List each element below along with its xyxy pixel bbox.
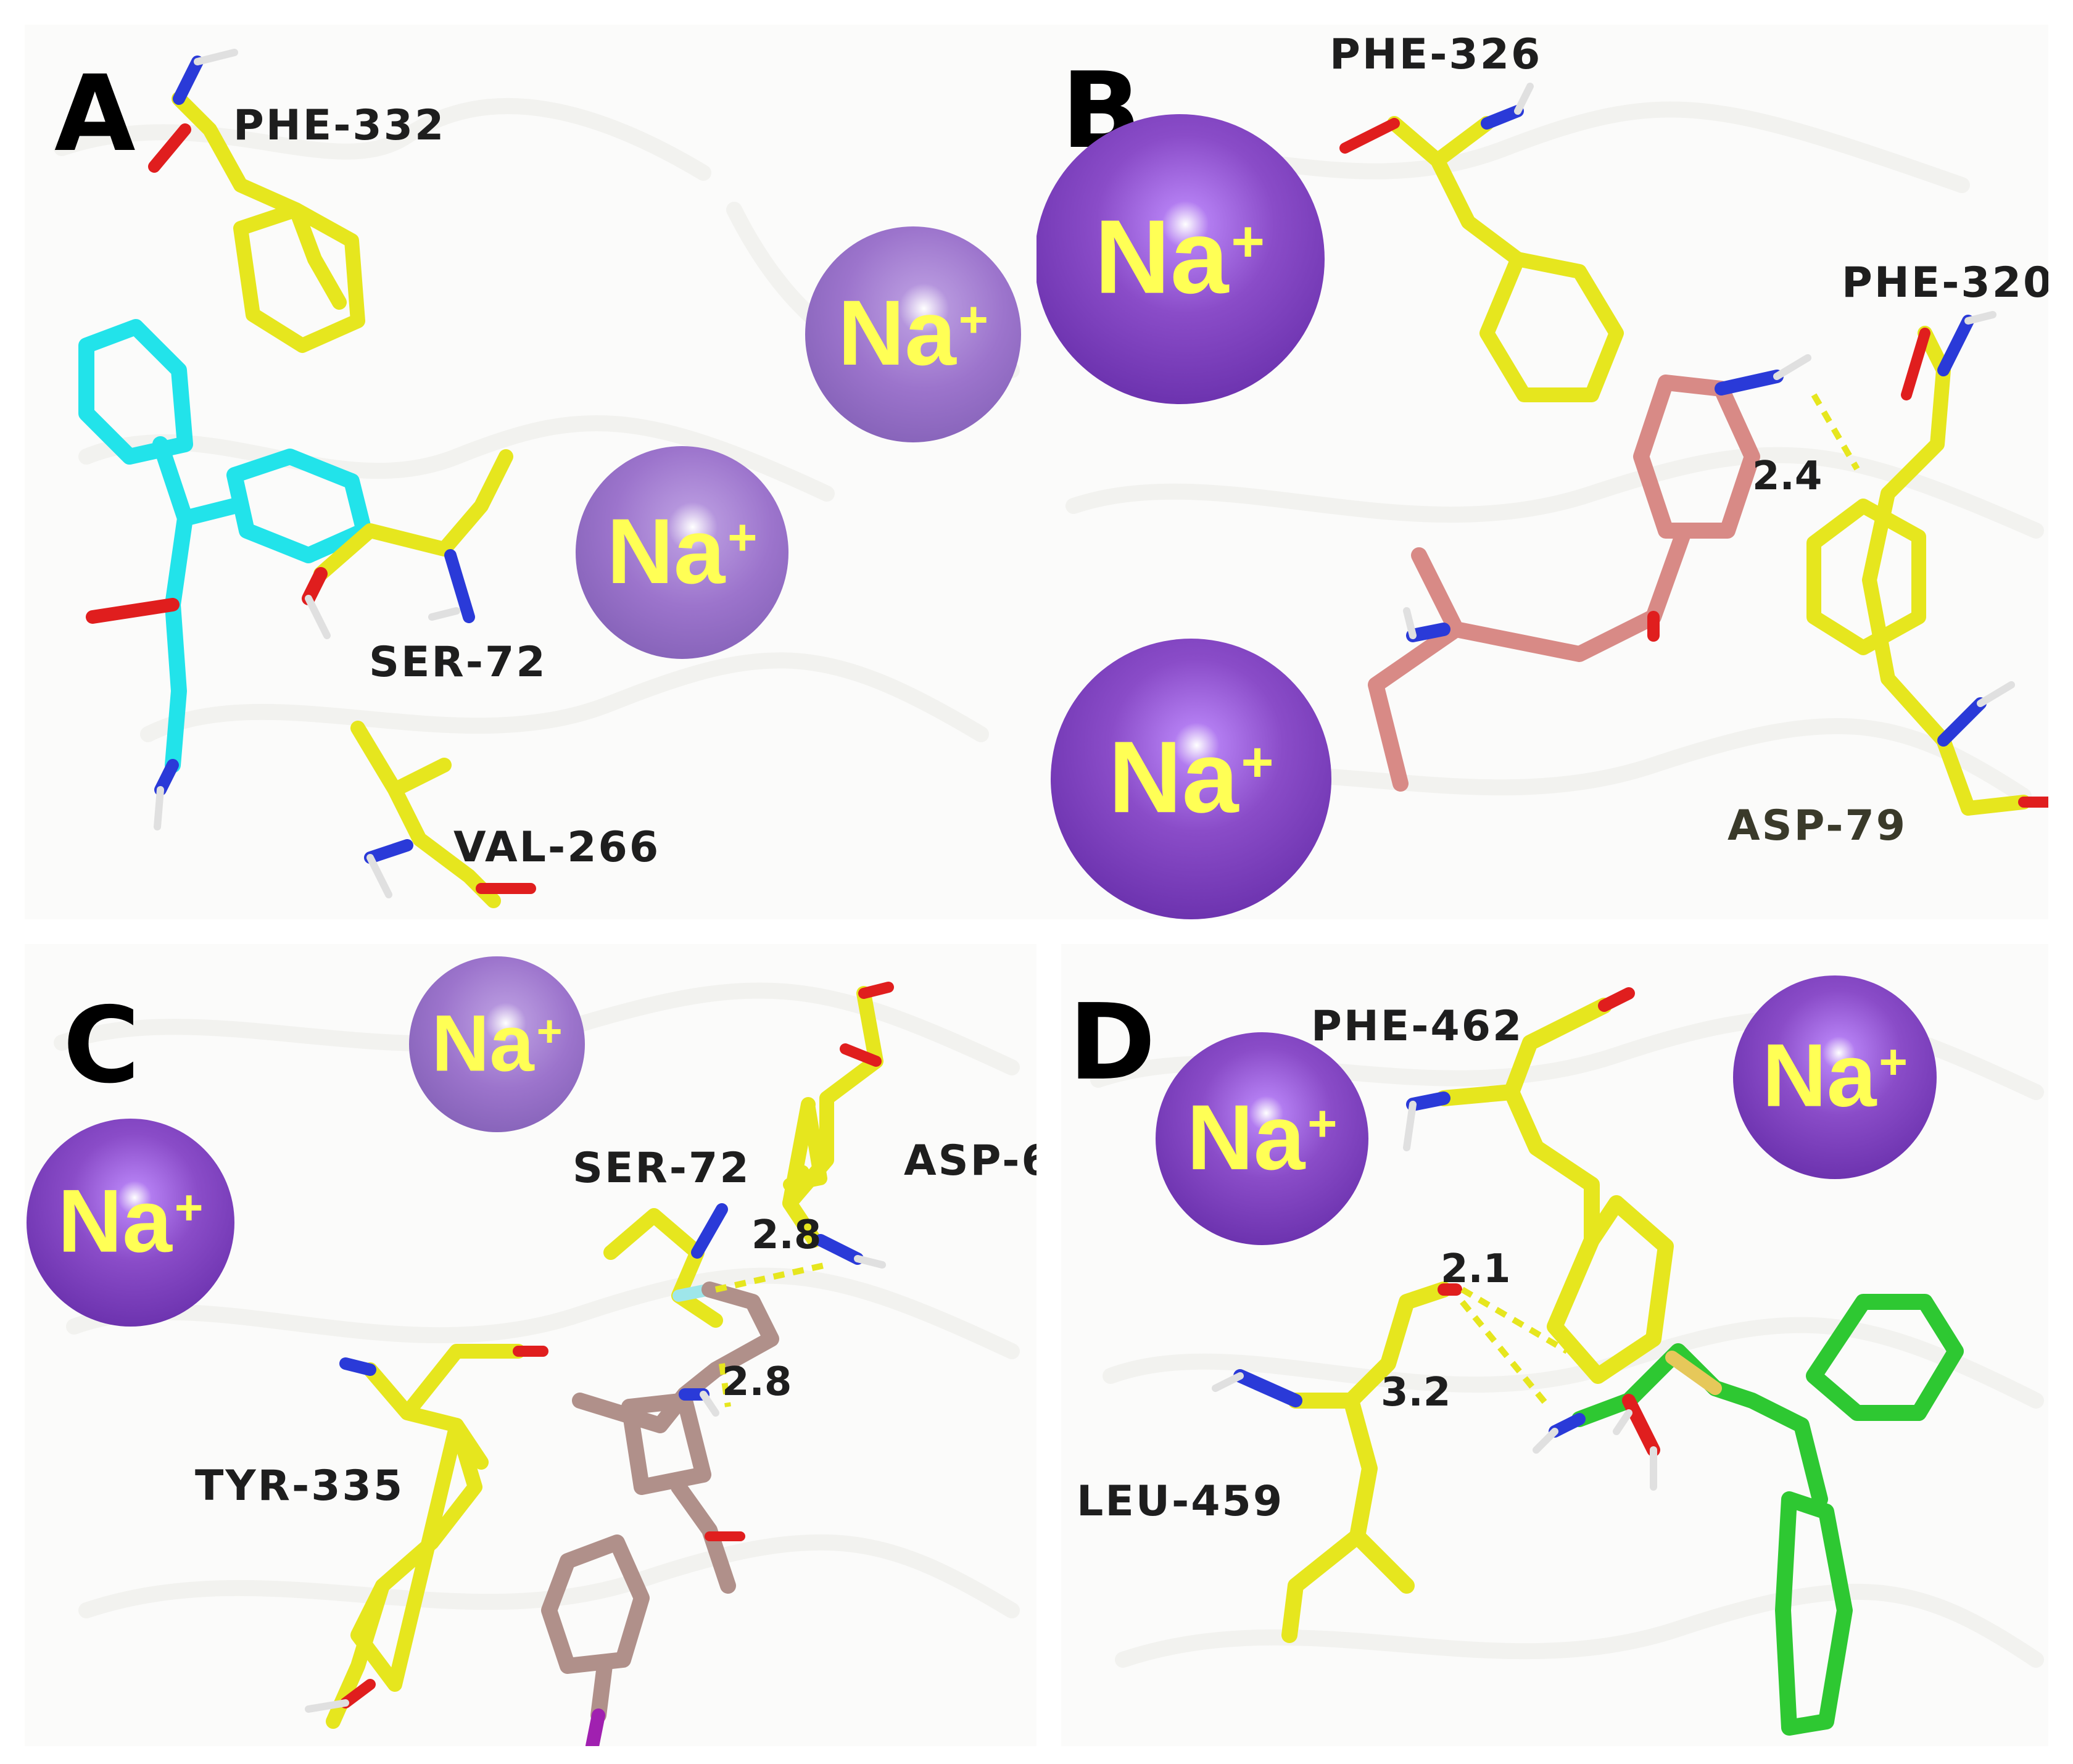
hbond-c-2 [719,1363,731,1407]
distance-label-b-1: 2.4 [1752,453,1823,499]
distance-label-d-2: 3.2 [1381,1370,1451,1415]
sodium-ion-b1: Na+ [1036,114,1325,404]
ligand-d-sticks [1533,1294,1964,1736]
residue-label-asp-68: ASP-68 [904,1137,1036,1185]
panel-a-letter: A [54,53,136,175]
residue-label-phe-332: PHE-332 [233,101,446,150]
val-266-sticks [350,721,536,908]
tyr-335-sticks [305,1344,548,1729]
residue-label-ser-72: SER-72 [369,638,547,687]
sodium-ion-c2: Na+ [27,1119,234,1327]
panel-a: A PHE-332 SER-72 VAL-266 Na+ Na+ [25,25,1036,919]
panel-b: B PHE-326 PHE-320 ASP-79 2.4 Na+ Na+ [1036,25,2048,919]
sodium-ion-a2: Na+ [576,446,788,659]
residue-label-leu-459: LEU-459 [1077,1477,1285,1526]
phe-462-sticks [1403,987,1674,1384]
sodium-ion-a1: Na+ [805,226,1021,442]
distance-label-c-2: 2.8 [722,1359,792,1405]
sodium-ion-b2: Na+ [1051,639,1331,919]
panel-d: D PHE-462 LEU-459 2.1 3.2 Na+ Na+ [1061,944,2048,1746]
residue-label-phe-320: PHE-320 [1842,259,2048,307]
residue-label-tyr-335: TYR-335 [195,1462,405,1510]
asp-68-sticks [782,982,894,1269]
residue-label-ser-72-c: SER-72 [573,1144,751,1193]
panel-c-structure [54,982,1020,1746]
residue-label-phe-326: PHE-326 [1330,30,1542,79]
residue-label-asp-79: ASP-79 [1728,801,1908,850]
distance-label-d-1: 2.1 [1441,1246,1511,1292]
panel-c-letter: C [63,985,140,1107]
sodium-ion-d2: Na+ [1733,975,1937,1179]
distance-label-c-1: 2.8 [751,1212,822,1258]
hbond-d-1 [1460,1286,1569,1354]
phe-326-sticks [1339,83,1624,402]
ligand-c-sticks [541,1282,779,1746]
ser-72-sticks [302,449,513,639]
phe-320-asp-79-sticks [1806,311,2048,816]
hbond-b [1811,393,1860,471]
panel-c: C SER-72 ASP-68 TYR-335 2.8 2.8 Na+ Na+ [25,944,1036,1746]
residue-label-val-266: VAL-266 [453,823,661,872]
hbond-d-2 [1460,1299,1551,1409]
panel-a-structure [54,49,1020,908]
panel-d-letter: D [1069,982,1156,1104]
phe-332-sticks [148,49,365,353]
ligand-b-sticks [1368,354,1811,792]
residue-label-phe-462: PHE-462 [1311,1002,1524,1051]
sodium-ion-c1: Na+ [409,956,585,1132]
panel-d-structure [1090,987,2044,1736]
leu-459-sticks [1212,1282,1462,1643]
sodium-ion-d1: Na+ [1156,1032,1368,1245]
